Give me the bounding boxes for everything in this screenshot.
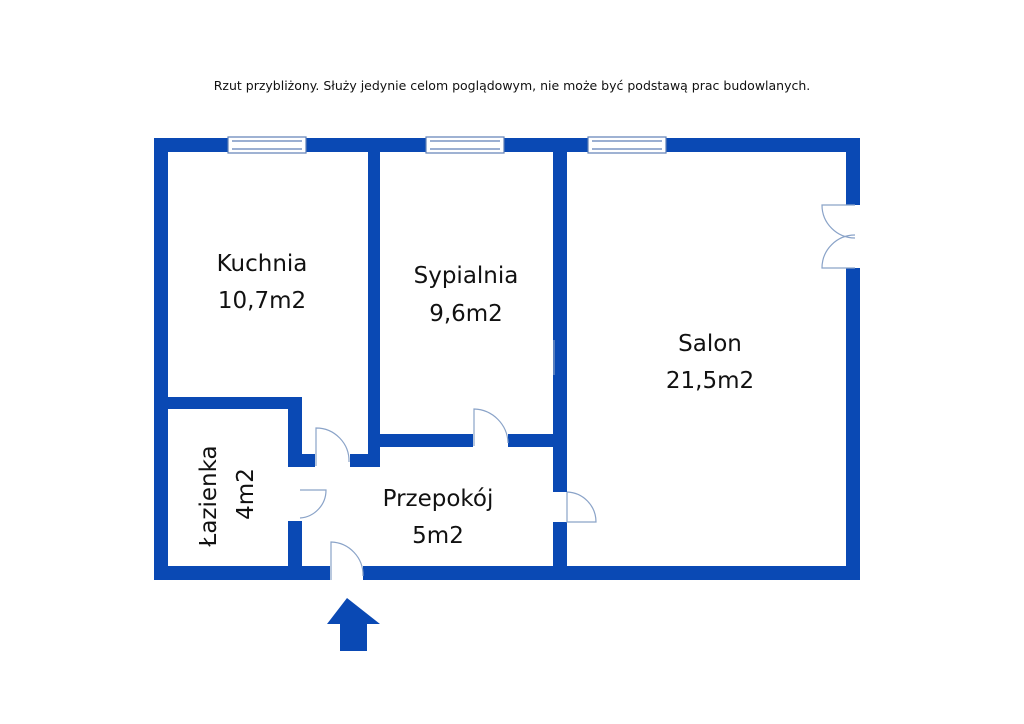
room-area-salon: 21,5m2 [666,368,754,394]
wall-sypialnia-salon [553,138,567,580]
wall-kuchnia-lazienka [154,397,302,409]
room-area-sypialnia: 9,6m2 [429,301,503,327]
room-area-kuchnia: 10,7m2 [218,288,306,314]
room-name-salon: Salon [678,331,742,357]
arrow-up-icon [327,598,380,651]
room-area-lazienka: 4m2 [233,468,259,520]
wall-lazienka-right-bottom [288,521,302,580]
room-labels: Kuchnia 10,7m2 Sypialnia 9,6m2 Salon 21,… [196,251,754,549]
room-name-przepokoj: Przepokój [383,486,494,512]
room-name-lazienka: Łazienka [196,445,222,547]
wall-hall-top-left [350,454,380,467]
wall-right-upper [846,138,860,205]
wall-bottom [154,566,860,580]
window-kuchnia [227,136,307,154]
wall-sypialnia-bottom-right [508,434,567,447]
interior-walls [154,138,567,580]
wall-sypialnia-bottom-left [368,434,473,447]
window-sypialnia [425,136,505,154]
outer-walls [154,138,860,580]
room-name-kuchnia: Kuchnia [217,251,308,277]
door-lazienka [299,489,327,519]
entrance-gap [330,565,363,581]
room-area-przepokoj: 5m2 [412,523,464,549]
balcony-door [821,204,856,269]
wall-top [154,138,860,152]
wall-kuchnia-sypialnia [368,138,380,466]
window-salon [587,136,667,154]
door-sypialnia [473,408,509,446]
door-entrance [330,541,364,580]
door-kuchnia [315,427,350,466]
door-salon [566,491,597,523]
room-name-sypialnia: Sypialnia [414,263,519,289]
wall-left [154,138,168,580]
disclaimer: Rzut przybliżony. Służy jedynie celom po… [213,78,811,93]
wall-stub [288,454,315,467]
doors [299,340,597,580]
wall-right-lower [846,268,860,580]
windows [227,136,667,154]
salon-door-gap [552,492,568,522]
wall-lazienka-right-top [288,397,302,467]
